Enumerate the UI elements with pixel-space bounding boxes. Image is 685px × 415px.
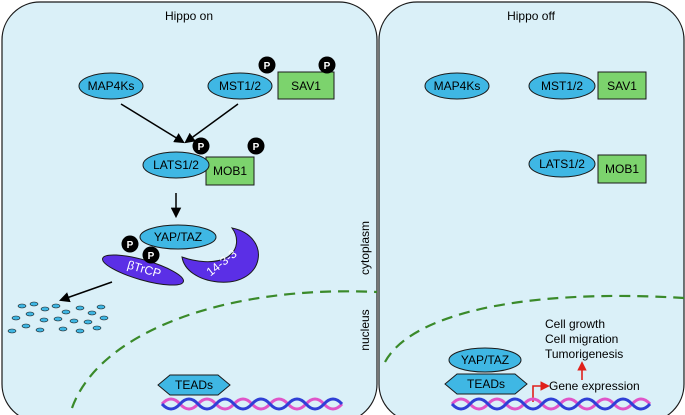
svg-text:P: P: [198, 142, 205, 153]
svg-text:P: P: [148, 251, 155, 262]
phospho-mob1: P: [247, 137, 265, 155]
svg-text:SAV1: SAV1: [607, 79, 637, 93]
phospho-lats: P: [192, 137, 210, 155]
cell-membrane-right: [378, 1, 685, 415]
svg-text:YAP/TAZ: YAP/TAZ: [461, 353, 509, 367]
yap-taz-node-right: YAP/TAZ: [448, 347, 522, 373]
lats-mob1-complex-right: MOB1 LATS1/2: [528, 150, 647, 184]
yap-taz-node: YAP/TAZ: [139, 224, 217, 250]
outcome-tumorigenesis: Tumorigenesis: [545, 347, 623, 361]
mst-sav1-complex: SAV1 MST1/2 P P: [207, 56, 336, 100]
phospho-sav1: P: [318, 56, 336, 74]
lats-ellipse: [142, 151, 210, 179]
svg-text:P: P: [253, 142, 260, 153]
teads-node-left: TEADs: [157, 374, 231, 396]
outcome-cell-growth: Cell growth: [545, 317, 605, 331]
arrow-mst-lats: [184, 103, 239, 144]
mst-sav1-complex-right: SAV1 MST1/2: [528, 71, 647, 100]
transcription-arrow: [532, 381, 550, 402]
svg-text:MOB1: MOB1: [605, 162, 639, 176]
mob1-label: MOB1: [213, 164, 247, 178]
svg-text:P: P: [127, 240, 134, 251]
sav1-box: [277, 71, 335, 100]
dna-right: [450, 397, 652, 411]
lats-label: LATS1/2: [153, 158, 199, 172]
lats-mob1-complex: MOB1 LATS1/2 P P: [142, 137, 265, 186]
phospho-mst: P: [258, 56, 276, 74]
phospho-yap-2: P: [142, 246, 160, 264]
panel-hippo-on: Hippo on cytoplasm nucleus MAP4Ks SAV1 M…: [1, 1, 378, 415]
svg-text:P: P: [324, 61, 331, 72]
sav1-label: SAV1: [291, 79, 321, 93]
svg-text:LATS1/2: LATS1/2: [539, 157, 585, 171]
svg-text:MAP4Ks: MAP4Ks: [88, 79, 135, 93]
svg-text:TEADs: TEADs: [175, 378, 213, 392]
nucleus-boundary-left: [70, 290, 378, 409]
svg-text:P: P: [264, 61, 271, 72]
phospho-yap-1: P: [121, 235, 139, 253]
gene-expression-label: Gene expression: [549, 379, 640, 393]
svg-text:TEADs: TEADs: [467, 377, 505, 391]
outcome-cell-migration: Cell migration: [545, 332, 618, 346]
btrcp-node: βTrCP: [102, 254, 184, 286]
mob1-box: [205, 156, 255, 186]
panel-hippo-off: Hippo off MAP4Ks SAV1 MST1/2 MOB1 LATS1/…: [378, 1, 685, 415]
mst-label: MST1/2: [219, 79, 261, 93]
nucleus-label: nucleus: [358, 309, 372, 350]
panel-title-right: Hippo off: [507, 9, 555, 23]
svg-text:MST1/2: MST1/2: [541, 79, 583, 93]
dna-left: [160, 397, 344, 411]
svg-text:MAP4Ks: MAP4Ks: [434, 79, 481, 93]
nucleus-boundary-right: [384, 294, 685, 363]
mst-ellipse: [207, 72, 273, 100]
teads-node-right: TEADs: [444, 373, 528, 395]
svg-text:YAP/TAZ: YAP/TAZ: [154, 230, 202, 244]
map4ks-node-right: MAP4Ks: [424, 72, 490, 100]
arrow-degradation: [59, 281, 113, 303]
panel-title-left: Hippo on: [165, 9, 213, 23]
map4ks-node: MAP4Ks: [78, 72, 144, 100]
cytoplasm-label: cytoplasm: [358, 221, 372, 275]
arrow-map4ks-lats: [120, 103, 185, 144]
degraded-fragments: [7, 301, 109, 334]
p1433-node: 14-3-3: [181, 227, 259, 283]
